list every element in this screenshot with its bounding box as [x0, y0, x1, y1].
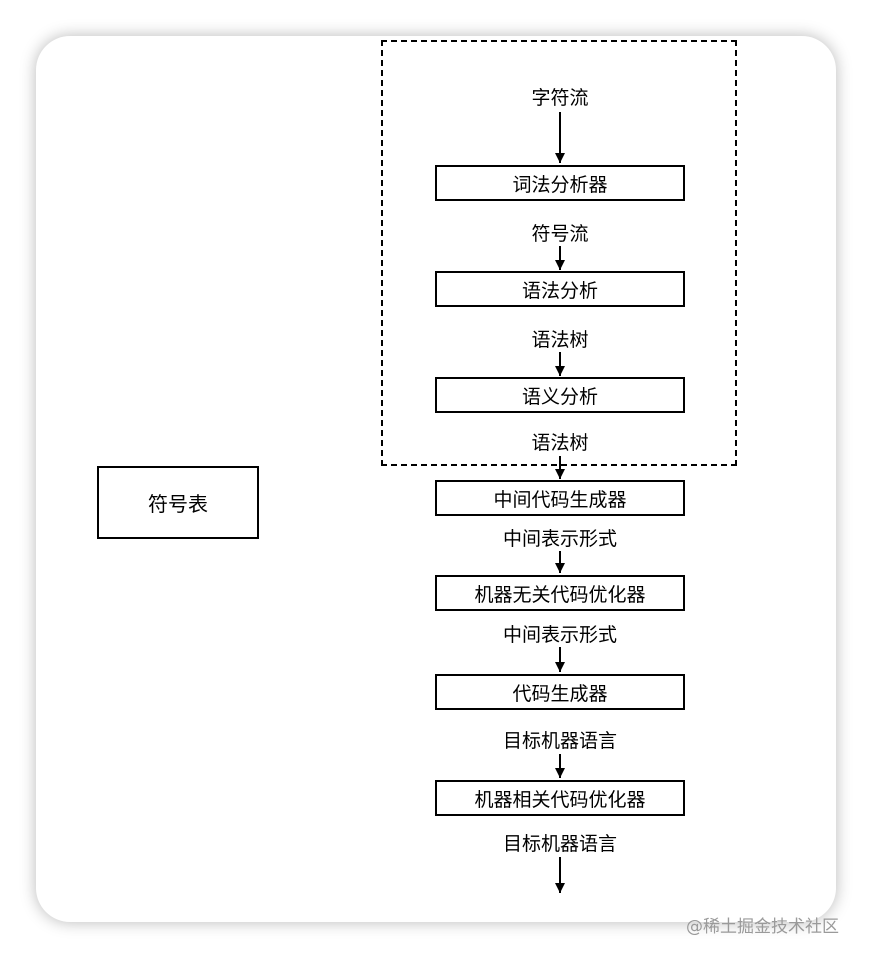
label-ir-2: 中间表示形式 — [502, 624, 617, 646]
box-semantic-analysis: 语义分析 — [435, 377, 685, 413]
label-syntax-tree-2: 语法树 — [531, 432, 589, 454]
label-target-lang-2: 目标机器语言 — [502, 833, 617, 855]
symbol-table-box: 符号表 — [97, 466, 259, 539]
box-lexical-analyzer: 词法分析器 — [435, 165, 685, 201]
label-ir-1: 中间表示形式 — [502, 528, 617, 550]
box-code-generator: 代码生成器 — [435, 674, 685, 710]
box-machine-independent-optimizer: 机器无关代码优化器 — [435, 575, 685, 611]
label-token-stream: 符号流 — [531, 223, 589, 245]
label-syntax-tree-1: 语法树 — [531, 329, 589, 351]
box-syntax-analysis: 语法分析 — [435, 271, 685, 307]
watermark: @稀土掘金技术社区 — [686, 917, 839, 937]
box-ir-generator: 中间代码生成器 — [435, 480, 685, 516]
box-machine-dependent-optimizer: 机器相关代码优化器 — [435, 780, 685, 816]
label-char-stream: 字符流 — [531, 87, 589, 109]
label-target-lang-1: 目标机器语言 — [502, 730, 617, 752]
